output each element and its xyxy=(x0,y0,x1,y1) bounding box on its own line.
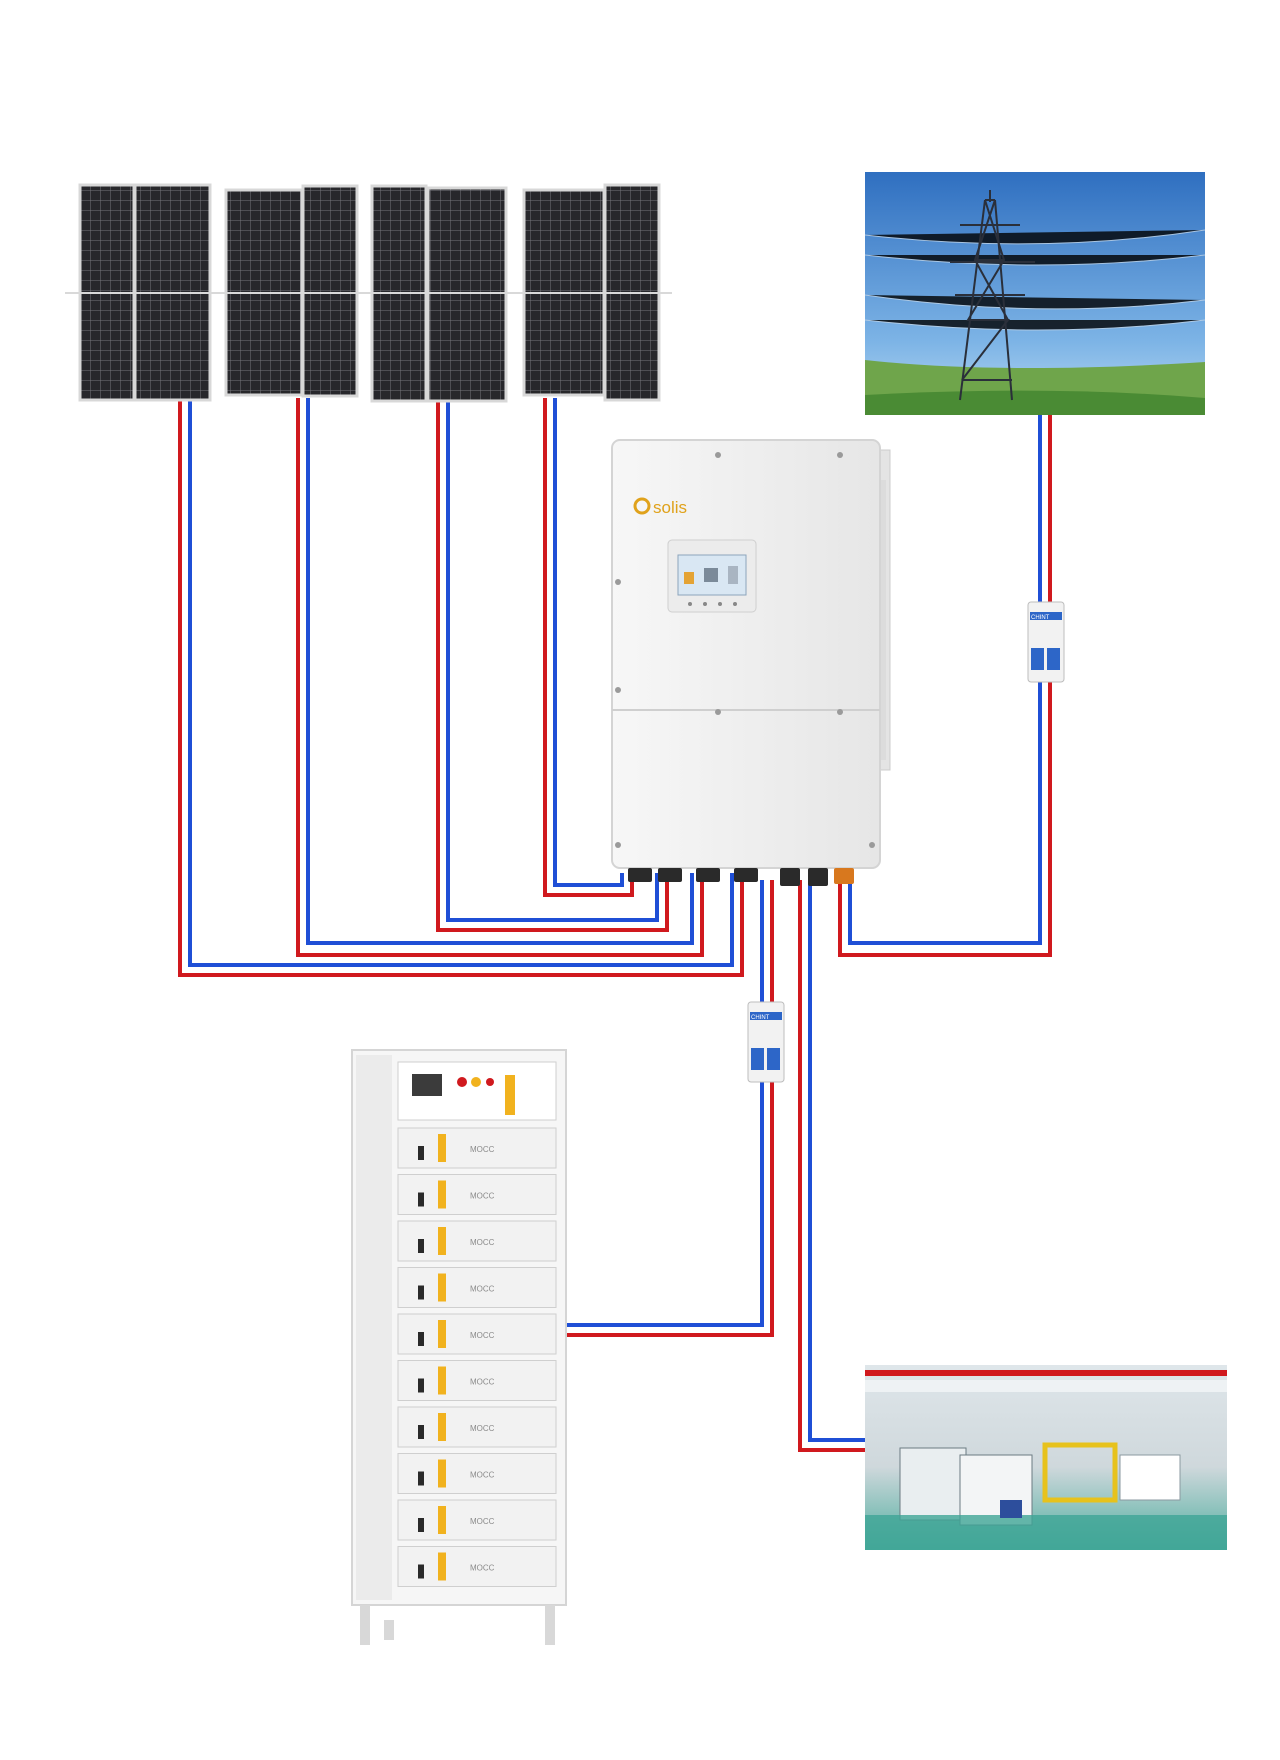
battery-module: MOCC xyxy=(397,1220,557,1262)
wire-pv1-positive xyxy=(178,395,744,977)
battery-module: MOCC xyxy=(397,1499,557,1541)
battery-module-brand: MOCC xyxy=(470,1238,495,1247)
power-grid-photo xyxy=(864,172,1206,415)
battery-module-brand: MOCC xyxy=(470,1564,495,1573)
breaker-icon xyxy=(1031,648,1044,670)
solis-logo-icon xyxy=(633,497,651,515)
battery-module-brand: MOCC xyxy=(470,1192,495,1201)
wire-pv4-negative xyxy=(553,398,624,887)
battery-module: MOCC xyxy=(397,1127,557,1169)
wire-grid-positive xyxy=(838,413,1052,957)
battery-module-brand: MOCC xyxy=(470,1471,495,1480)
inverter-icon: solis xyxy=(611,439,891,886)
wire-pv3-negative xyxy=(446,400,659,922)
battery-handle xyxy=(438,1459,446,1488)
battery-handle xyxy=(438,1273,446,1302)
battery-module-brand: MOCC xyxy=(470,1285,495,1294)
battery-modules: MOCC MOCC MOCC MOCC MOCC MOCC MOCC MOCC MOCC MOCC xyxy=(397,1127,557,1587)
battery-module: MOCC xyxy=(397,1267,557,1308)
battery-module: MOCC xyxy=(397,1546,557,1587)
battery-handle xyxy=(438,1134,446,1162)
breaker-icon xyxy=(751,1048,764,1070)
battery-handle xyxy=(438,1320,446,1348)
solar-array xyxy=(65,183,672,403)
battery-handle xyxy=(438,1180,446,1209)
wiring xyxy=(178,395,1052,1452)
battery-module: MOCC xyxy=(397,1453,557,1494)
wire-load-negative xyxy=(808,880,865,1442)
battery-handle xyxy=(438,1366,446,1395)
solar-panel-icon xyxy=(224,184,359,398)
factory-icon xyxy=(1000,1500,1022,1518)
battery-breaker-label: CHINT xyxy=(751,1015,770,1021)
battery-module-brand: MOCC xyxy=(470,1331,495,1340)
inverter-brand: solis xyxy=(653,498,687,517)
power-tower-icon xyxy=(950,190,1035,401)
battery-breaker: CHINT xyxy=(747,1001,785,1083)
battery-module-brand: MOCC xyxy=(470,1517,495,1526)
wire-pv1-negative xyxy=(188,395,734,967)
wire-pv2-positive xyxy=(296,398,704,957)
battery-handle xyxy=(438,1552,446,1581)
battery-module: MOCC xyxy=(397,1313,557,1355)
battery-handle xyxy=(438,1506,446,1534)
wire-pv4-positive xyxy=(543,398,634,897)
wire-pv3-positive xyxy=(436,400,669,932)
battery-handle xyxy=(438,1227,446,1255)
wire-pv2-negative xyxy=(306,398,694,945)
battery-module-brand: MOCC xyxy=(470,1378,495,1387)
battery-module: MOCC xyxy=(397,1406,557,1448)
grid-breaker-label: CHINT xyxy=(1031,615,1050,621)
grid-breaker: CHINT xyxy=(1027,601,1065,683)
inverter-connectors xyxy=(628,868,854,886)
battery-handle xyxy=(438,1413,446,1441)
battery-module-brand: MOCC xyxy=(470,1145,495,1154)
wire-load-positive xyxy=(798,880,865,1452)
battery-rack-icon: MOCC MOCC MOCC MOCC MOCC MOCC MOCC MOCC MOCC MOCC xyxy=(351,1049,567,1645)
battery-module: MOCC xyxy=(397,1360,557,1401)
battery-module: MOCC xyxy=(397,1174,557,1215)
battery-module-brand: MOCC xyxy=(470,1424,495,1433)
factory-photo xyxy=(865,1365,1227,1550)
